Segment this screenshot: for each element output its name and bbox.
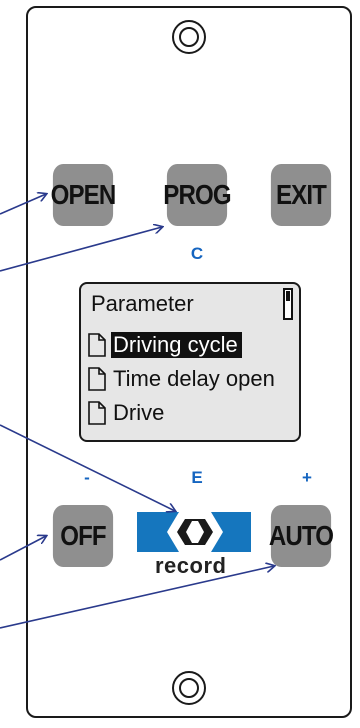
display-scroll-thumb [286, 291, 290, 301]
record-logo-button[interactable]: record [133, 508, 257, 582]
display-scrollbar [283, 288, 293, 320]
auto-sub-label: + [302, 468, 312, 487]
record-logo-icon [167, 512, 223, 552]
exit-button[interactable]: EXIT [270, 164, 332, 226]
menu-item-label: Time delay open [113, 366, 275, 391]
menu-item-label: Driving cycle [111, 332, 242, 358]
auto-button[interactable]: AUTO [269, 505, 334, 567]
lcd-display: Parameter Driving cycle Time delay open … [79, 282, 301, 442]
prog-sub-label: C [190, 244, 204, 263]
menu-item-driving-cycle[interactable]: Driving cycle [87, 330, 242, 360]
prog-button[interactable]: PROG [163, 164, 232, 226]
off-sub-label: - [84, 468, 90, 487]
document-icon [88, 367, 106, 391]
document-icon [88, 401, 106, 425]
document-icon [88, 333, 106, 357]
center-sub-label: E [191, 468, 203, 487]
logo-text: record [155, 553, 227, 578]
display-title: Parameter [91, 291, 194, 316]
menu-item-time-delay-open[interactable]: Time delay open [87, 364, 279, 394]
off-button[interactable]: OFF [52, 505, 114, 567]
open-button[interactable]: OPEN [51, 164, 116, 226]
top-screw-icon [172, 20, 206, 54]
menu-item-drive[interactable]: Drive [87, 398, 168, 428]
menu-item-label: Drive [113, 400, 165, 425]
bottom-screw-icon [172, 671, 206, 705]
